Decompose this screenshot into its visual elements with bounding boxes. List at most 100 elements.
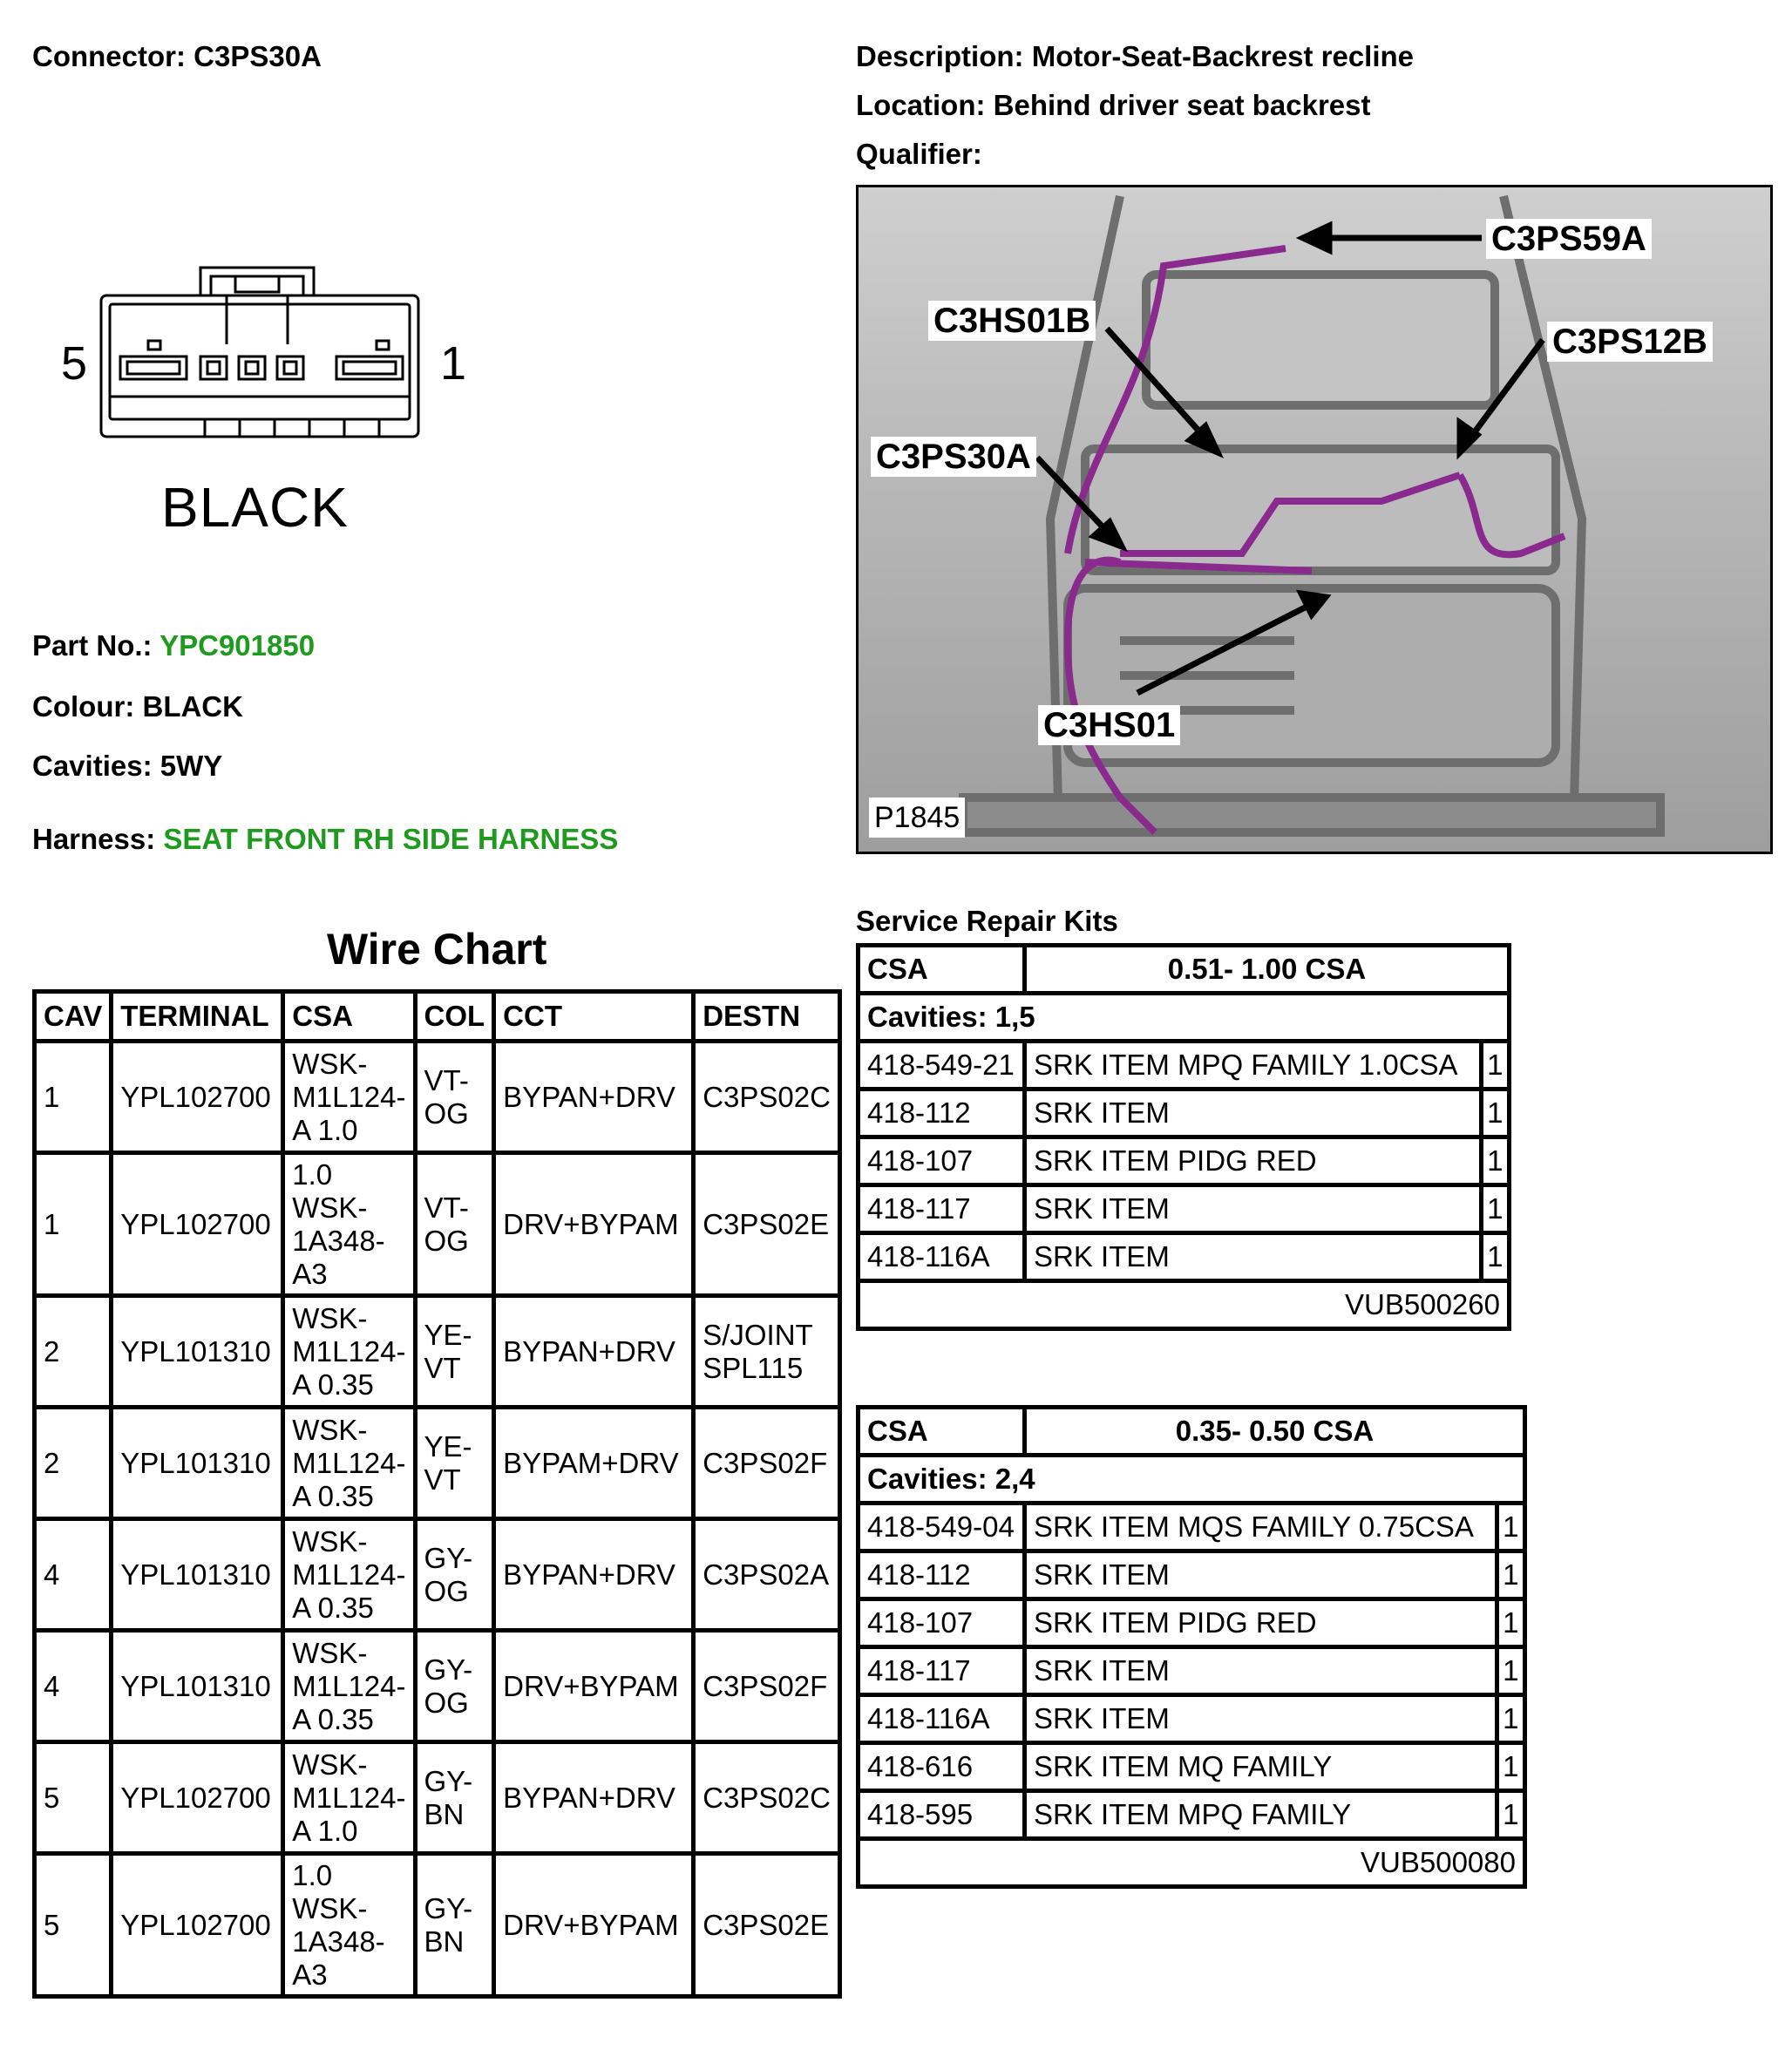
cell-destn: C3PS02E	[691, 1851, 842, 1999]
cell-csa: WSK- M1L124- A 0.35	[281, 1628, 417, 1744]
cell-cav: 4	[31, 1517, 114, 1633]
cell-terminal: YPL102700	[109, 1151, 286, 1298]
photo-reference: P1845	[869, 798, 966, 838]
kit2-part-number: 418-595	[856, 1789, 1027, 1841]
cell-terminal: YPL101310	[109, 1628, 286, 1744]
kit1-description: SRK ITEM PIDG RED	[1022, 1135, 1483, 1187]
kit2-part-number: 418-549-04	[856, 1501, 1027, 1553]
part-number-link[interactable]: YPC901850	[160, 629, 316, 662]
cell-terminal: YPL102700	[109, 1740, 286, 1856]
cell-terminal: YPL101310	[109, 1293, 286, 1409]
harness-link[interactable]: SEAT FRONT RH SIDE HARNESS	[163, 823, 619, 855]
kit2-kit-number: VUB500080	[856, 1836, 1527, 1889]
pin-left-label: 5	[61, 337, 88, 390]
colour-label: Colour:	[32, 690, 135, 723]
colour-value: BLACK	[142, 690, 243, 723]
location-line: Location: Behind driver seat backrest	[856, 89, 1371, 122]
cell-destn: C3PS02F	[691, 1405, 842, 1521]
cell-cav: 1	[31, 1039, 114, 1155]
location-value: Behind driver seat backrest	[993, 89, 1371, 121]
connector-line: Connector: C3PS30A	[32, 40, 322, 73]
cell-cav: 5	[31, 1851, 114, 1999]
service-kit-table-1: CSA 0.51- 1.00 CSA Cavities: 1,5 418-549…	[856, 943, 1512, 1331]
cell-cct: BYPAN+DRV	[492, 1517, 696, 1633]
kit1-description: SRK ITEM	[1022, 1231, 1483, 1283]
cell-csa: 1.0 WSK- 1A348- A3	[281, 1151, 417, 1298]
cell-terminal: YPL101310	[109, 1517, 286, 1633]
header-csa: CSA	[281, 989, 417, 1043]
cell-destn: C3PS02A	[691, 1517, 842, 1633]
harness-label: Harness:	[32, 823, 156, 855]
service-kits-title: Service Repair Kits	[856, 905, 1118, 937]
kit1-part-number: 418-107	[856, 1135, 1027, 1187]
cell-cct: BYPAN+DRV	[492, 1740, 696, 1856]
cell-csa: WSK- M1L124- A 0.35	[281, 1517, 417, 1633]
kit1-quantity: 1	[1478, 1231, 1512, 1283]
cell-cav: 5	[31, 1740, 114, 1856]
callout-c3hs01b: C3HS01B	[928, 301, 1096, 341]
kit2-description: SRK ITEM	[1022, 1549, 1499, 1601]
pin-right-label: 1	[440, 337, 467, 390]
kit2-cavities: Cavities: 2,4	[856, 1453, 1527, 1505]
kit1-description: SRK ITEM MPQ FAMILY 1.0CSA	[1022, 1039, 1483, 1091]
callout-c3ps59a: C3PS59A	[1486, 219, 1652, 259]
kit2-quantity: 1	[1494, 1501, 1528, 1553]
cell-csa: WSK- M1L124- A 0.35	[281, 1405, 417, 1521]
kit1-part-number: 418-117	[856, 1183, 1027, 1235]
cell-col: VT- OG	[412, 1151, 497, 1298]
header-col: COL	[412, 989, 497, 1043]
cell-cct: BYPAN+DRV	[492, 1039, 696, 1155]
kit2-quantity: 1	[1494, 1549, 1528, 1601]
header-cav: CAV	[31, 989, 114, 1043]
cell-col: GY- OG	[412, 1517, 497, 1633]
location-label: Location:	[856, 89, 986, 121]
cavities-label: Cavities:	[32, 750, 153, 782]
cell-col: GY- OG	[412, 1628, 497, 1744]
kit1-quantity: 1	[1478, 1183, 1512, 1235]
kit2-description: SRK ITEM MPQ FAMILY	[1022, 1789, 1499, 1841]
cell-cct: BYPAN+DRV	[492, 1293, 696, 1409]
kit2-quantity: 1	[1494, 1645, 1528, 1697]
kit1-quantity: 1	[1478, 1135, 1512, 1187]
callout-c3ps30a: C3PS30A	[871, 437, 1036, 477]
header-cct: CCT	[492, 989, 696, 1043]
cell-cct: DRV+BYPAM	[492, 1151, 696, 1298]
kit2-part-number: 418-616	[856, 1741, 1027, 1793]
part-label: Part No.:	[32, 629, 153, 662]
header-terminal: TERMINAL	[109, 989, 286, 1043]
cell-csa: WSK- M1L124- A 1.0	[281, 1039, 417, 1155]
cavities-line: Cavities: 5WY	[32, 750, 222, 783]
cavities-value: 5WY	[160, 750, 223, 782]
kit1-cavities: Cavities: 1,5	[856, 991, 1511, 1043]
wire-chart-header-row: CAV TERMINAL CSA COL CCT DESTN	[31, 989, 842, 1043]
kit2-description: SRK ITEM MQS FAMILY 0.75CSA	[1022, 1501, 1499, 1553]
callout-c3ps12b: C3PS12B	[1547, 322, 1713, 362]
part-line: Part No.: YPC901850	[32, 629, 315, 662]
cell-col: YE- VT	[412, 1293, 497, 1409]
cell-col: GY- BN	[412, 1740, 497, 1856]
kit2-description: SRK ITEM MQ FAMILY	[1022, 1741, 1499, 1793]
cell-destn: S/JOINT SPL115	[691, 1293, 842, 1409]
kit2-csa-label: CSA	[856, 1405, 1027, 1457]
connector-colour-label: BLACK	[161, 476, 349, 539]
header-destn: DESTN	[691, 989, 842, 1043]
kit2-description: SRK ITEM	[1022, 1693, 1499, 1745]
kit2-part-number: 418-117	[856, 1645, 1027, 1697]
kit2-part-number: 418-107	[856, 1597, 1027, 1649]
